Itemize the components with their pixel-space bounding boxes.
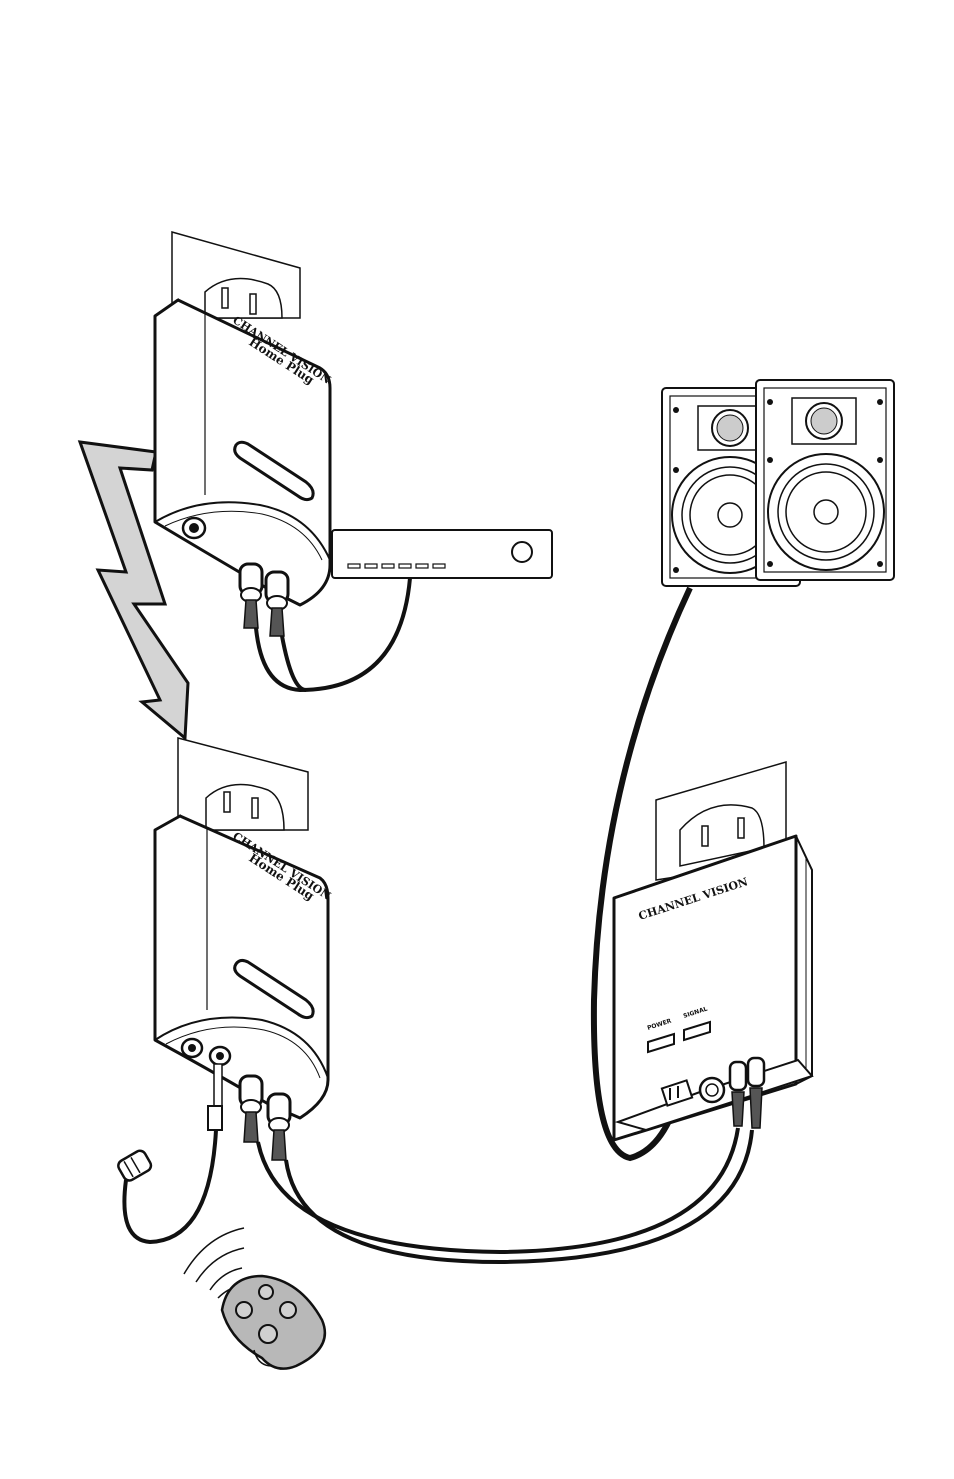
remote-button-4 [259,1325,277,1343]
receiver-ir-jack-2 [210,1047,230,1065]
transmitter-rca-right [266,572,288,636]
ir-receiver-plug [208,1064,222,1130]
amplifier-unit: CHANNEL VISION POWER SIGNAL [614,762,812,1140]
receiver-to-amplifier-cable [258,1128,738,1252]
receiver-rca-right [268,1094,290,1160]
receiver-ir-jack-1 [182,1039,202,1057]
remote-control-icon [222,1276,325,1369]
speaker-left-tweeter [717,415,743,441]
amplifier-din-jack [700,1078,724,1102]
ir-sensor-icon [116,1149,153,1183]
receiver-unit: CHANNEL VISION Home Plug [155,738,333,1160]
source-volume-knob [512,542,532,562]
remote-button-2 [259,1285,273,1299]
transmitter-unit: CHANNEL VISION Home Plug [155,232,333,636]
ir-receiver-cable [124,1130,216,1242]
remote-button-3 [280,1302,296,1318]
transmitter-outlet-icon [205,279,282,318]
transmitter-rca-left [240,564,262,628]
audio-source-component [332,530,552,578]
amplifier-rca-right [748,1058,764,1128]
receiver-rca-left [240,1076,262,1142]
speaker-right-tweeter [811,408,837,434]
speaker-right [756,380,894,580]
transmitter-ir-jack [183,518,205,538]
remote-button-1 [236,1302,252,1318]
amplifier-rca-left [730,1062,746,1126]
